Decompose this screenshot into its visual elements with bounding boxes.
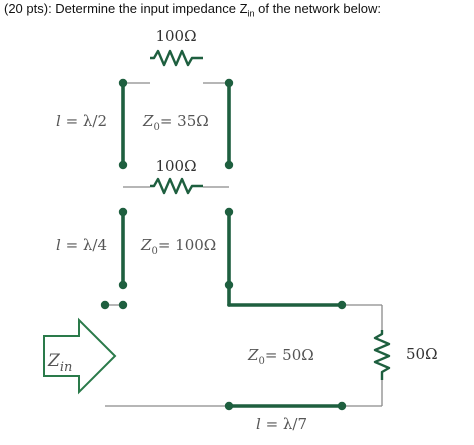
top-resistor-icon xyxy=(150,49,203,67)
line3-impedance-label: Z0= 50Ω xyxy=(247,346,314,367)
node-dot xyxy=(224,78,234,88)
load-resistor-label: 50Ω xyxy=(406,345,438,363)
node-dot xyxy=(118,160,128,170)
problem-title: (20 pts): Determine the input impedance … xyxy=(4,1,381,19)
node-dot xyxy=(118,280,128,290)
node-dot xyxy=(118,300,128,310)
title-suffix: of the network below: xyxy=(254,1,381,16)
transmission-lines xyxy=(121,81,344,408)
node-dot xyxy=(100,300,110,310)
node-dot xyxy=(118,78,128,88)
node-dot xyxy=(337,401,347,411)
line2-impedance-label: Z0= 100Ω xyxy=(140,236,216,257)
node-dot xyxy=(224,160,234,170)
top-resistor-label: 100Ω xyxy=(155,27,196,45)
title-subscript: in xyxy=(247,8,255,19)
line2-length-label: l = λ/4 xyxy=(56,236,107,254)
node-dot xyxy=(224,280,234,290)
line1-impedance-label: Z0= 35Ω xyxy=(142,112,209,133)
title-prefix: (20 pts): Determine the input impedance … xyxy=(4,1,248,16)
node-dot xyxy=(224,401,234,411)
node-dot xyxy=(224,207,234,217)
line3-length-label: l = λ/7 xyxy=(256,415,307,433)
line1-length-label: l = λ/2 xyxy=(56,112,107,130)
middle-resistor-label: 100Ω xyxy=(155,157,196,175)
load-resistor-icon xyxy=(373,330,391,380)
node-dot xyxy=(118,207,128,217)
connecting-wires xyxy=(105,82,383,407)
node-dot xyxy=(337,300,347,310)
input-arrow-icon xyxy=(43,317,117,395)
zin-label: Zin xyxy=(47,351,72,375)
terminal-dots xyxy=(100,78,347,411)
middle-resistor-icon xyxy=(150,177,203,195)
